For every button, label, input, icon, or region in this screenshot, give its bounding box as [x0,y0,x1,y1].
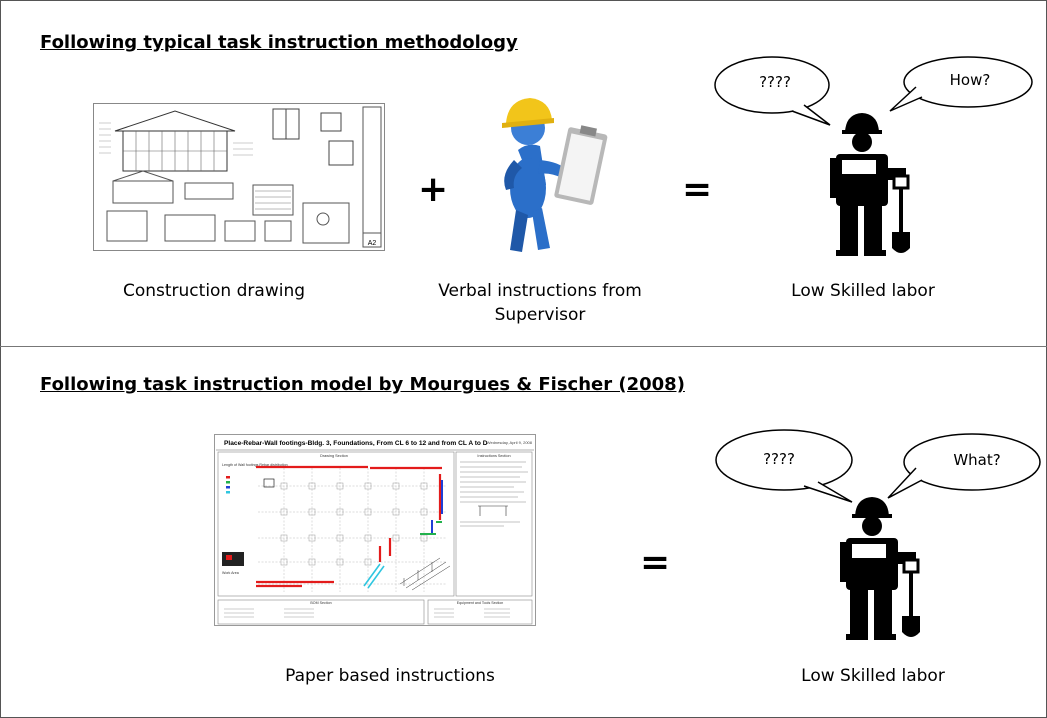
label-labor-top: Low Skilled labor [791,281,935,301]
bubble-text: ???? [759,73,791,91]
sheet-bom-section: BOM Section [310,601,331,605]
sheet-date: Wednesday, April 9, 2008 [487,440,533,445]
section2-heading: Following task instruction model by Mour… [40,374,685,395]
section-divider [0,346,1047,347]
speech-bubble-question-top: ???? [712,55,838,127]
label-paper-instructions: Paper based instructions [285,666,495,686]
paper-instruction-sheet-image: Place-Rebar-Wall footings-Bldg. 3, Found… [214,434,536,626]
construction-drawing-image: A2 [93,103,385,251]
speech-bubble-question-bottom: ???? [714,428,860,504]
speech-bubble-what: What? [882,432,1044,504]
bubble-text: ???? [763,450,795,468]
sheet-title: Place-Rebar-Wall footings-Bldg. 3, Found… [224,440,488,447]
label-labor-bottom: Low Skilled labor [801,666,945,686]
worker-pictogram-top [830,113,910,256]
sheet-drawing-section: Drawing Section [320,454,348,458]
supervisor-figure-image [502,98,608,252]
section1-heading: Following typical task instruction metho… [40,32,518,53]
sheet-legend-title: Length of Wall footings Rebar distributi… [222,463,288,467]
bubble-text: What? [953,451,1001,469]
sheet-instructions-section: Instructions Section [477,454,510,458]
sheet-id: A2 [368,240,377,247]
equals-sign-bottom: = [640,542,671,583]
plus-sign: + [418,169,449,210]
speech-bubble-how: How? [884,55,1036,115]
label-verbal-line1: Verbal instructions from [438,281,642,301]
bubble-text: How? [949,71,991,89]
equals-sign-top: = [682,169,713,210]
label-construction-drawing: Construction drawing [122,281,306,301]
sheet-work-area: Work Area [222,571,239,575]
label-verbal-line2: Supervisor [494,305,586,325]
sheet-equipment-section: Equipment and Tools Section [457,601,503,605]
worker-pictogram-bottom [840,497,920,640]
